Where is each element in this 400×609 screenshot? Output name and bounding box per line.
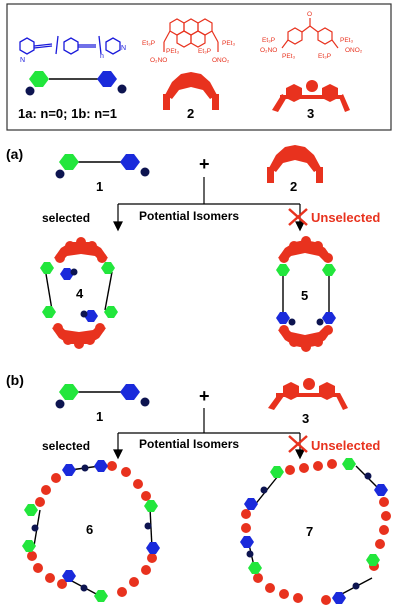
acceptor-3-arm-right [339,94,350,112]
panel-a-unselected-label: Unselected [311,210,380,225]
acceptor-3-o2no: O₂NO [260,47,277,54]
acceptor-2-cartoon [163,72,219,110]
panel-a-reactant-2 [267,145,323,183]
panel-a-tag: (a) [6,146,23,162]
acceptor-2-pet3-right: PEt₃ [222,40,235,47]
panel-b-product-7-label: 7 [306,524,313,539]
acceptor-3-structure [281,18,339,49]
panel-b-potential-label: Potential Isomers [139,437,239,451]
panel-b-reactant-1-label: 1 [96,409,103,424]
acceptor-2-structure [163,18,219,52]
ligand-1-green-hexagon [29,71,49,87]
panel-a-product-5 [276,236,336,352]
pyridine-n-left: N [20,57,25,64]
acceptor-3-arm-left [272,94,287,112]
ligand-1-navy-dot-left [25,86,35,96]
label-3: 3 [307,106,314,121]
pyridine-right-ring [105,37,121,55]
acceptor-3-hexagon-left [286,84,302,102]
acceptor-2-o2no: O₂NO [150,57,167,64]
pyridine-n-right: N [121,45,126,52]
acceptor-2-leg-left [163,94,170,110]
panel-b-product-6-label: 6 [86,522,93,537]
phenylene-ring [63,37,79,55]
acceptor-3-et3p-right: Et₃P [318,53,331,60]
panel-b-branch-arrows [113,408,305,460]
ligand-1-blue-hexagon [97,71,117,87]
ligand-1-navy-dot-right [117,84,127,94]
panel-a-product-4 [40,237,118,349]
panel-b-plus: + [199,386,210,406]
acceptor-3-ketone-ball [306,80,318,92]
acceptor-2-pet3-left: PEt₃ [166,48,179,55]
panel-b-reactant-3-label: 3 [302,411,309,426]
repeat-subscript: n [100,53,104,60]
acceptor-3-ono2: ONO₂ [345,47,363,54]
acceptor-2-leg-right [212,94,219,110]
label-1a-1b: 1a: n=0; 1b: n=1 [18,106,117,121]
panel-a-reactant-2-label: 2 [290,179,297,194]
panel-b-product-7 [240,458,391,605]
label-2: 2 [187,106,194,121]
pyridine-left-ring [19,37,35,55]
panel-b-tag: (b) [6,372,24,388]
acceptor-3-pet3-right: PEt₃ [340,37,353,44]
panel-a-plus: + [199,154,210,174]
panel-a-cross-mark [288,208,308,226]
acceptor-2-arch [165,72,217,99]
panel-a-selected-label: selected [42,211,90,225]
panel-a-reactant-1-label: 1 [96,179,103,194]
panel-a-product-5-label: 5 [301,288,308,303]
acceptor-2-ono2: ONO₂ [212,57,230,64]
panel-b-reactant-3 [268,378,348,410]
acceptor-3-pet3-left: PEt₃ [282,53,295,60]
acceptor-3-oxygen: O [307,11,312,18]
ligand-1-cartoon [25,71,127,96]
panel-b-unselected-label: Unselected [311,438,380,453]
panel-b-product-6 [22,460,160,602]
acceptor-3-hexagon-right [322,84,338,102]
panel-b-selected-label: selected [42,439,90,453]
repeat-bracket-right [98,35,102,55]
acceptor-2-et3p-right: Et₃P [198,48,211,55]
panel-a-potential-label: Potential Isomers [139,209,239,223]
panel-b-cross-mark [288,435,308,453]
acceptor-3-et3p: Et₃P [262,37,275,44]
panel-b-reactant-1 [55,384,150,409]
acceptor-2-et3p: Et₃P [142,40,155,47]
panel-a-product-4-label: 4 [76,286,84,301]
header-box [6,3,392,131]
ligand-1-structure [19,35,121,55]
repeat-bracket-left [55,35,59,55]
panel-a-reactant-1 [55,154,150,179]
acceptor-3-cartoon [272,80,350,112]
